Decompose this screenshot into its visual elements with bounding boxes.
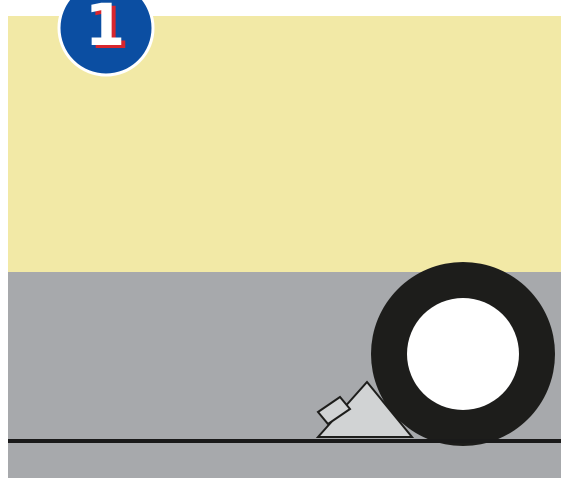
step-number: 1 bbox=[85, 0, 125, 59]
wheel-hub bbox=[407, 298, 519, 410]
wheel-tire-icon bbox=[371, 262, 555, 446]
